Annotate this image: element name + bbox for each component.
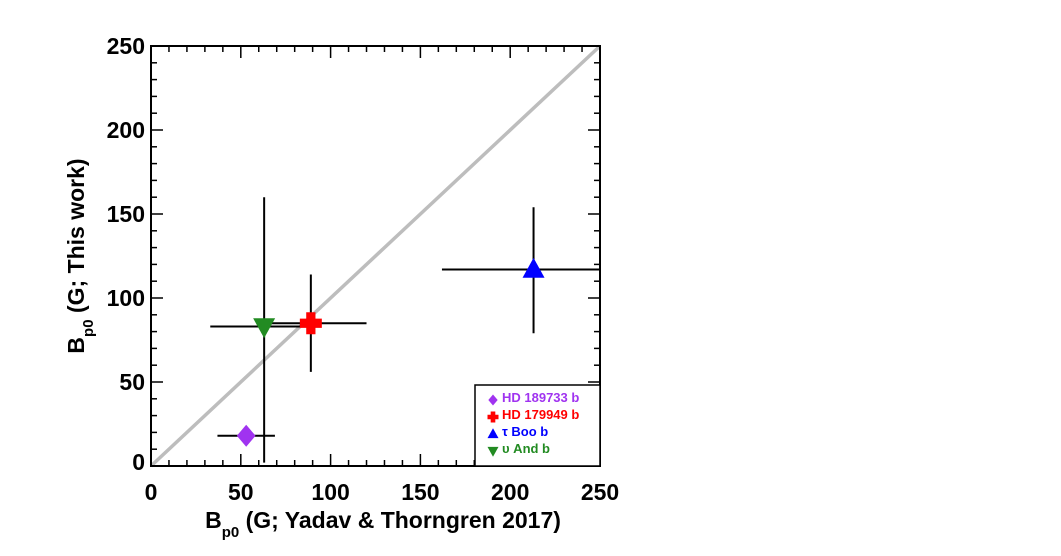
y-tick-label: 100 <box>107 285 145 311</box>
x-tick-label: 100 <box>311 479 349 505</box>
data-point-plus <box>299 312 322 335</box>
legend-label: τ Boo b <box>502 424 548 439</box>
y-tick-label: 150 <box>107 201 145 227</box>
legend-label: υ And b <box>502 441 550 456</box>
y-axis-title: Bp0 (G; This work) <box>63 158 97 353</box>
data-point-triangle-down <box>253 318 276 339</box>
x-tick-label: 200 <box>491 479 529 505</box>
plot-frame <box>150 45 601 467</box>
legend-marker-triangle-down <box>487 446 499 457</box>
axis-ticks <box>150 45 601 467</box>
legend-marker-diamond <box>488 394 498 406</box>
y-tick-label: 250 <box>107 33 145 59</box>
y-tick-label: 200 <box>107 117 145 143</box>
x-tick-label: 250 <box>581 479 619 505</box>
legend-label: HD 179949 b <box>502 407 579 422</box>
tick-labels: 0 50 100 150 200 250 0 50 100 150 200 250 <box>107 33 620 505</box>
x-tick-label: 150 <box>401 479 439 505</box>
legend: HD 189733 b HD 179949 b τ Boo b υ And b <box>474 384 601 467</box>
legend-marker-plus <box>487 411 499 423</box>
x-axis-title: Bp0 (G; Yadav & Thorngren 2017) <box>205 507 561 541</box>
x-tick-label: 50 <box>228 479 254 505</box>
legend-marker-triangle-up <box>487 428 499 439</box>
x-tick-label: 0 <box>145 479 158 505</box>
legend-label: HD 189733 b <box>502 390 579 405</box>
y-tick-label: 0 <box>132 449 145 475</box>
data-point-triangle-up <box>522 257 545 278</box>
one-to-one-line <box>149 44 602 468</box>
y-tick-label: 50 <box>119 369 145 395</box>
data-point-diamond <box>236 424 256 447</box>
chart-marks <box>149 44 602 468</box>
